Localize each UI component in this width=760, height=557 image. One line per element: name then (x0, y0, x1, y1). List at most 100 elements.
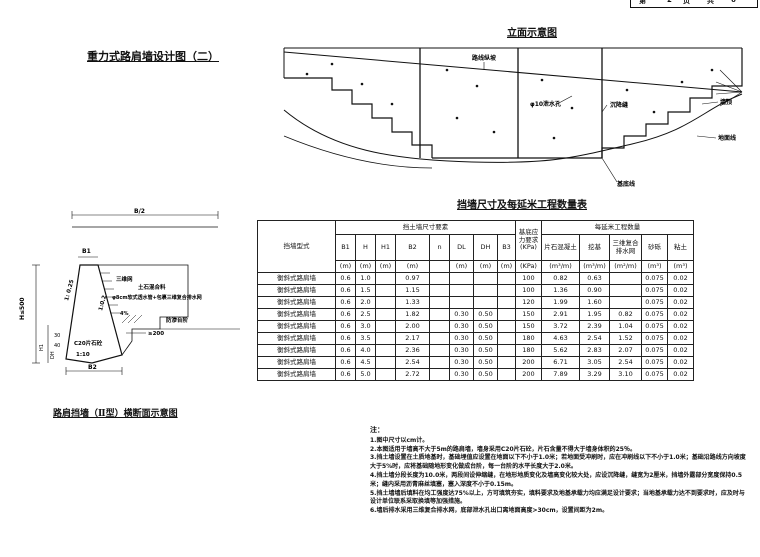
table-cell (497, 272, 516, 285)
cross-section-title: 路肩挡墙（Ⅱ型）横断面示意图 (53, 409, 178, 419)
drain-net-hatch (100, 272, 120, 314)
table-cell (609, 272, 642, 285)
table-cell (429, 356, 450, 369)
main-title: 重力式路肩墙设计图（二） (87, 50, 219, 63)
table-cell: 0.50 (473, 308, 498, 321)
table-cell: 2.91 (541, 308, 580, 321)
unit-b2: (m) (395, 260, 430, 273)
table-cell: 0.6 (335, 296, 356, 309)
left-step-foundation (284, 77, 433, 158)
table-cell: 1.04 (609, 320, 642, 333)
label-ground-line: 地面线 (718, 134, 736, 142)
quantity-table: 挡墙型式 挡土墙尺寸要素 基底应力要求(KPa) 每延米工程数量 B1 H H1… (257, 220, 694, 381)
table-cell: 0.075 (641, 344, 668, 357)
table-cell: 0.6 (335, 344, 356, 357)
table-cell: 0.50 (473, 344, 498, 357)
road-grade-line (283, 51, 743, 93)
table-cell: 0.075 (641, 368, 668, 381)
label-road-grade: 路线纵坡 (472, 54, 496, 62)
header-n: n (429, 234, 450, 261)
backfill-outline (98, 264, 189, 356)
table-cell (429, 332, 450, 345)
table-cell: 2.17 (395, 332, 430, 345)
header-drain-net: 三维复合排水网 (609, 234, 642, 261)
table-cell: 0.97 (395, 272, 430, 285)
header-clay: 粘土 (667, 234, 694, 261)
table-cell: 0.30 (449, 368, 474, 381)
table-cell: 200 (515, 368, 542, 381)
page-number-box: 第 2 页 共 6 (630, 0, 758, 8)
label-base-slope: 1:10 (76, 352, 90, 358)
label-foundation-line: 基底线 (616, 180, 635, 188)
table-cell (497, 320, 516, 333)
table-cell (375, 368, 396, 381)
elevation-title: 立面示意图 (507, 28, 557, 39)
table-cell (609, 296, 642, 309)
table-cell (429, 320, 450, 333)
table-cell (375, 296, 396, 309)
col-type-header: 挡墙型式 (257, 220, 336, 273)
table-cell: 1.99 (541, 296, 580, 309)
unit-clay: (m³) (667, 260, 694, 273)
table-cell: 1.60 (579, 296, 610, 309)
group-qty-header: 每延米工程数量 (541, 220, 694, 235)
header-b2: B2 (395, 234, 430, 261)
table-cell: 2.00 (395, 320, 430, 333)
table-cell: 5.62 (541, 344, 580, 357)
notes-heading: 注： (370, 426, 384, 434)
header-dh: DH (473, 234, 498, 261)
table-cell: 0.02 (667, 284, 694, 297)
note-item: 3.挡土墙设置在土质地基时，基础埋值应设置在地面以下不小于1.0米；若地面受冲刷… (370, 454, 746, 471)
table-cell: 1.52 (609, 332, 642, 345)
table-cell: 2.39 (579, 320, 610, 333)
table-cell: 0.30 (449, 320, 474, 333)
table-cell: 0.50 (473, 356, 498, 369)
table-cell: 3.10 (609, 368, 642, 381)
label-settlement-joint: 沉降缝 (610, 101, 628, 109)
table-cell: 0.6 (335, 308, 356, 321)
table-cell: 衡斜式路肩墙 (257, 368, 336, 381)
table-cell: 2.54 (579, 332, 610, 345)
table-cell: 2.83 (579, 344, 610, 357)
table-cell: 3.72 (541, 320, 580, 333)
table-cell: 0.6 (335, 368, 356, 381)
table-cell (497, 332, 516, 345)
table-cell: 100 (515, 284, 542, 297)
table-cell (375, 272, 396, 285)
table-cell: 7.89 (541, 368, 580, 381)
table-cell (449, 272, 474, 285)
table-cell (375, 356, 396, 369)
table-cell: 1.0 (355, 272, 376, 285)
table-cell: 0.075 (641, 272, 668, 285)
table-cell: 3.29 (579, 368, 610, 381)
table-cell: 0.02 (667, 356, 694, 369)
page-num: 2 (667, 0, 672, 4)
unit-drain-net: (m²/m) (609, 260, 642, 273)
table-cell: 0.6 (335, 332, 356, 345)
table-cell (375, 320, 396, 333)
table-cell: 0.02 (667, 368, 694, 381)
table-cell (375, 344, 396, 357)
table-cell: 1.36 (541, 284, 580, 297)
header-h: H (355, 234, 376, 261)
wall-body (65, 264, 123, 364)
table-cell: 0.075 (641, 308, 668, 321)
unit-gravel: (m³) (641, 260, 668, 273)
table-cell: 衡斜式路肩墙 (257, 308, 336, 321)
notes: 注： 1.图中尺寸以cm计。 2.本图适用于墙高不大于5m的路肩墙，墙身采用C2… (370, 426, 750, 516)
label-concrete: C20片石砼 (74, 339, 103, 347)
table-cell: 1.5 (355, 284, 376, 297)
table-cell: 衡斜式路肩墙 (257, 344, 336, 357)
table-cell: 0.63 (579, 272, 610, 285)
table-cell: 3.05 (579, 356, 610, 369)
table-cell: 0.075 (641, 296, 668, 309)
note-item: 6.墙后排水采用三维复合排水网，底部泄水孔出口离地面高度>30cm，设置间距为2… (370, 507, 609, 515)
table-cell (473, 272, 498, 285)
label-dim-40: 40 (54, 343, 60, 349)
table-cell (497, 344, 516, 357)
